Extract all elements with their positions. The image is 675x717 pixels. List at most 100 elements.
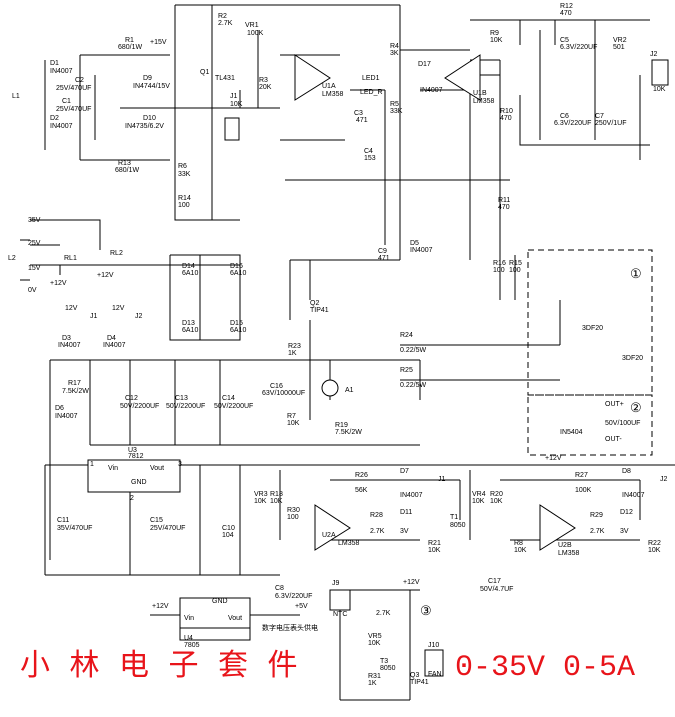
label-v15b: 15V: [28, 265, 41, 272]
label-tq1: 3DF20: [582, 325, 603, 332]
label-j2c: J2: [660, 476, 668, 483]
label-r31v: 1K: [368, 680, 377, 687]
label-r31: R31: [368, 673, 381, 680]
label-d14: D14: [182, 263, 195, 270]
label-r21: R21: [428, 540, 441, 547]
label-r9v: 10K: [490, 37, 503, 44]
label-cout: 50V/100UF: [605, 420, 640, 427]
label-d1: D1: [50, 60, 59, 67]
label-r1: R1: [125, 37, 134, 44]
label-vr5v: 10K: [368, 640, 381, 647]
label-d9v: IN4744/15V: [133, 83, 170, 90]
label-r7v: 10K: [287, 420, 300, 427]
label-d3: D3: [62, 335, 71, 342]
label-d8: D8: [622, 468, 631, 475]
label-c16v: 63V/10000UF: [262, 390, 305, 397]
label-r26v: 56K: [355, 487, 368, 494]
label-fan: FAN: [428, 671, 442, 678]
label-d10v: IN4735/6.2V: [125, 123, 164, 130]
label-r6: R6: [178, 163, 187, 170]
banner-title: 小 林 电 子 套 件: [20, 649, 304, 682]
label-c7v: 250V/1UF: [595, 120, 627, 127]
region-dashed-boxes: [527, 249, 653, 456]
label-vr3v: 10K: [254, 498, 267, 505]
region-1-marker: ①: [630, 266, 642, 281]
label-r14v: 100: [178, 202, 190, 209]
label-ledr: LED_R: [360, 89, 383, 96]
label-r12v: 470: [560, 10, 572, 17]
label-d7v: IN4007: [400, 492, 423, 499]
label-r1v: 680/1W: [118, 44, 143, 51]
label-l1: L1: [12, 93, 20, 100]
label-vout: Vout: [150, 465, 164, 472]
label-d10: D10: [143, 115, 156, 122]
label-r9: R9: [490, 30, 499, 37]
label-d12v: 3V: [620, 528, 629, 535]
label-c13: C13: [175, 395, 188, 402]
label-c13v: 50V/2200UF: [166, 403, 205, 410]
label-vr2: VR2: [613, 37, 627, 44]
label-c1v: 25V/470UF: [56, 106, 91, 113]
label-r28: R28: [370, 512, 383, 519]
label-c2: C2: [75, 77, 84, 84]
label-out_n: OUT-: [605, 436, 622, 443]
label-r5: R5: [390, 101, 399, 108]
label-c3: C3: [354, 110, 363, 117]
label-r18v: 10K: [270, 498, 283, 505]
label-r23: R23: [288, 343, 301, 350]
label-d6: D6: [55, 405, 64, 412]
label-c12v: 50V/2200UF: [120, 403, 159, 410]
connector-j10: [424, 649, 444, 677]
label-d11: D11: [400, 509, 412, 516]
label-r16v: 100: [493, 267, 505, 274]
label-v0: 0V: [28, 287, 37, 294]
label-d2: D2: [50, 115, 59, 122]
label-c14v: 50V/2200UF: [214, 403, 253, 410]
label-v12a: +12V: [50, 280, 67, 287]
label-t1: T1: [450, 514, 458, 521]
label-r12: R12: [560, 3, 573, 10]
op-amps: [294, 54, 576, 551]
label-r3v: 20K: [259, 84, 272, 91]
label-gnd: GND: [131, 479, 147, 486]
label-r11v: 470: [498, 204, 510, 211]
label-vr2v: 501: [613, 44, 625, 51]
label-ntc: NTC: [333, 611, 347, 618]
label-v15: +15V: [150, 39, 167, 46]
label-u1b: U1B: [473, 90, 487, 97]
label-r23v: 1K: [288, 350, 297, 357]
label-d13v: 6A10: [182, 327, 198, 334]
label-r20: R20: [490, 491, 503, 498]
label-r2: R2: [218, 13, 227, 20]
label-q3v: TIP41: [410, 679, 429, 686]
banner-range: 0-35V 0-5A: [455, 651, 635, 685]
op-amp-u2a: [314, 504, 351, 551]
label-c12: C12: [125, 395, 138, 402]
label-r5v: 33K: [390, 108, 403, 115]
label-p1: 1: [90, 461, 94, 468]
label-r6v: 33K: [178, 171, 191, 178]
label-r8v: 10K: [514, 547, 527, 554]
regulator-u3: [87, 459, 181, 493]
label-r25v: 0.22/5W: [400, 382, 426, 389]
label-j1c: J1: [438, 476, 446, 483]
label-u1av: LM358: [322, 91, 344, 98]
label-u1a: U1A: [322, 83, 336, 90]
label-vr3: VR3: [254, 491, 268, 498]
label-r21v: 10K: [428, 547, 441, 554]
label-d5: D5: [410, 240, 419, 247]
label-c6v: 6.3V/220UF: [554, 120, 591, 127]
label-c3v: 471: [356, 117, 368, 124]
label-d16v: 6A10: [230, 270, 246, 277]
label-out_p: OUT+: [605, 401, 624, 408]
label-d3v: IN4007: [58, 342, 81, 349]
label-r19v: 7.5K/2W: [335, 429, 362, 436]
label-d4v: IN4007: [103, 342, 126, 349]
label-c15v: 25V/470UF: [150, 525, 185, 532]
op-amp-u2b: [539, 504, 576, 551]
label-r29v: 2.7K: [590, 528, 605, 535]
label-c10: C10: [222, 525, 235, 532]
label-q3: Q3: [410, 672, 419, 679]
label-d5v: IN4007: [410, 247, 433, 254]
label-v12e: +12V: [545, 455, 562, 462]
